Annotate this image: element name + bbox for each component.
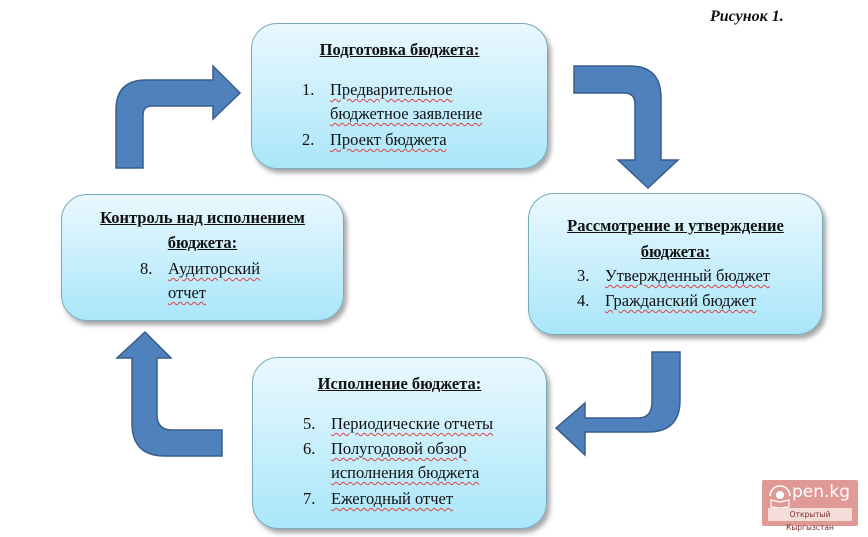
watermark-tagline: Открытый Кыргызстан	[768, 508, 852, 532]
reader-icon	[769, 485, 791, 508]
review-title-line2: бюджета:	[640, 242, 711, 261]
preparation-title: Подготовка бюджета:	[319, 40, 480, 59]
box-budget-execution: Исполнение бюджета: 5.Периодические отче…	[252, 357, 547, 529]
review-item-3: 3.Утвержденный бюджет	[577, 266, 770, 285]
openkg-watermark-logo: pen.kg Открытый Кыргызстан	[762, 480, 858, 532]
execution-item-5: 5.Периодические отчеты	[303, 414, 494, 433]
arrow-preparation-to-review	[573, 65, 680, 190]
preparation-item-1: 1.Предварительное бюджетное заявление	[302, 80, 483, 123]
arrow-control-to-preparation	[115, 64, 242, 169]
control-item-8: 8.Аудиторский отчет	[140, 259, 261, 302]
box-budget-control: Контроль над исполнением бюджета: 8.Ауди…	[61, 194, 344, 321]
control-title-line2: бюджета:	[167, 233, 238, 252]
preparation-item-2: 2.Проект бюджета	[302, 130, 447, 149]
execution-item-6: 6.Полугодовой обзор исполнения бюджета	[303, 439, 480, 482]
figure-label: Рисунок 1.	[710, 8, 784, 25]
control-title-line1: Контроль над исполнением	[100, 208, 305, 227]
arrow-review-to-execution	[554, 351, 681, 457]
watermark-word: pen.kg	[792, 482, 851, 502]
box-budget-preparation: Подготовка бюджета: 1.Предварительное бю…	[251, 23, 548, 169]
execution-title: Исполнение бюджета:	[317, 374, 482, 393]
review-title-line1: Рассмотрение и утверждение	[567, 216, 784, 235]
arrow-execution-to-control	[115, 330, 223, 457]
execution-item-7: 7.Ежегодный отчет	[303, 489, 454, 508]
box-budget-review: Рассмотрение и утверждение бюджета: 3.Ут…	[528, 193, 823, 335]
review-item-4: 4.Гражданский бюджет	[577, 291, 757, 310]
